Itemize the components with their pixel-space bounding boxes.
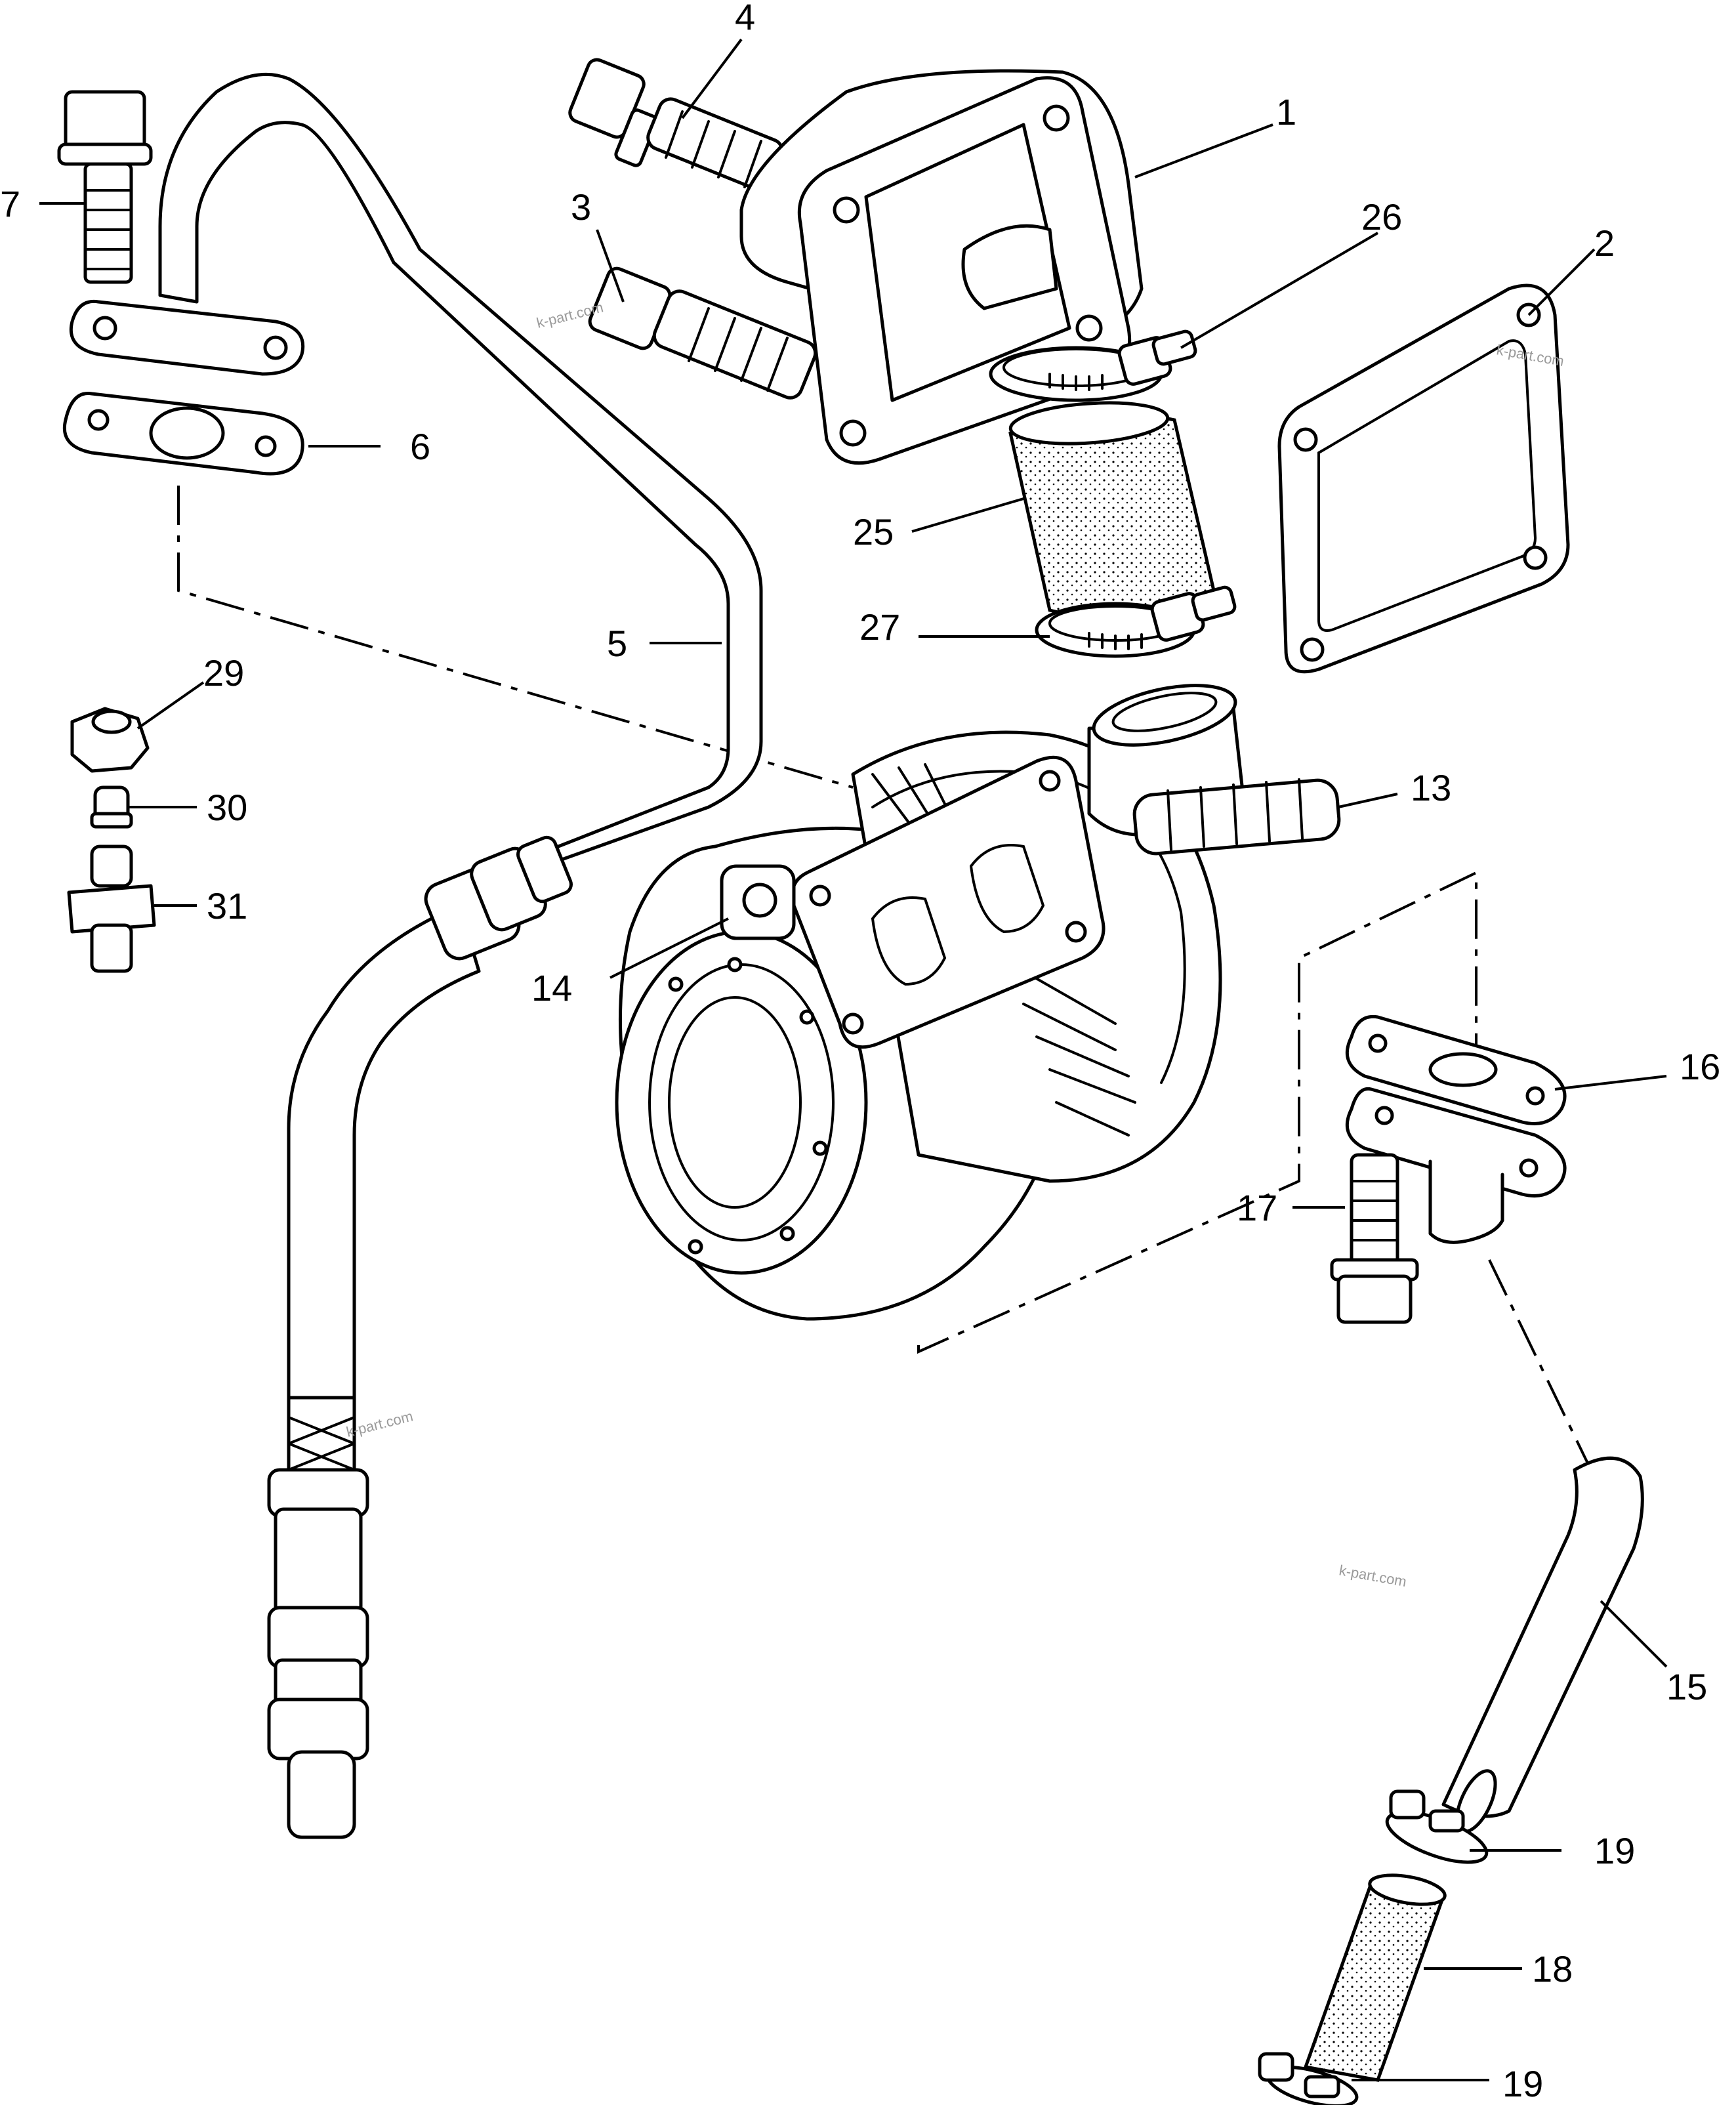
callout-6: 6 [410,426,430,467]
hose-part-25 [1008,401,1216,619]
stud-part-13 [1132,778,1341,856]
callout-16: 16 [1680,1046,1720,1087]
hose-part-18 [1303,1873,1447,2082]
callout-14: 14 [531,967,572,1009]
hose-clamp-part-27 [1035,585,1237,658]
callout-26: 26 [1361,196,1402,238]
callout-13: 13 [1411,767,1451,808]
hose-clamp-part-26 [989,329,1197,402]
callout-17: 17 [1237,1187,1277,1228]
gasket-part-6 [62,392,304,476]
callout-29: 29 [203,652,244,694]
callout-2: 2 [1594,222,1615,264]
nut-part-29 [70,707,150,773]
callout-31: 31 [207,885,247,927]
oil-feed-pipe-part-5 [158,72,763,1839]
callout-3: 3 [571,186,591,228]
hose-clamp-part-19-upper [1385,1789,1489,1864]
callout-1: 1 [1276,91,1296,133]
pipe-flange [69,299,305,376]
callout-4: 4 [735,0,755,37]
fitting-part-30 [90,785,133,829]
callout-15: 15 [1666,1666,1707,1707]
watermark-4: k-part.com [1338,1562,1408,1590]
gasket-part-16 [1345,1014,1567,1244]
bolt-part-3 [588,266,817,400]
leader-lines [39,38,1668,2081]
callout-30: 30 [207,787,247,828]
gasket-part-2 [1277,283,1570,674]
callout-19-lower: 19 [1502,2063,1543,2104]
callout-7: 7 [0,183,20,224]
bolt-part-17 [1330,1153,1419,1324]
hose-clamp-part-19-lower [1258,2052,1359,2105]
callout-27: 27 [859,606,900,648]
callout-19-upper: 19 [1594,1830,1635,1871]
callout-25: 25 [853,511,894,552]
callout-5: 5 [607,623,627,664]
drain-hose-part-15 [1441,1456,1644,1833]
nut-part-14 [720,864,796,940]
bolt-part-4 [568,58,784,192]
fitting-part-31 [67,844,156,973]
callout-18: 18 [1532,1948,1573,1990]
assembly-centerlines [177,486,1589,1464]
bolt-part-7 [57,90,153,284]
